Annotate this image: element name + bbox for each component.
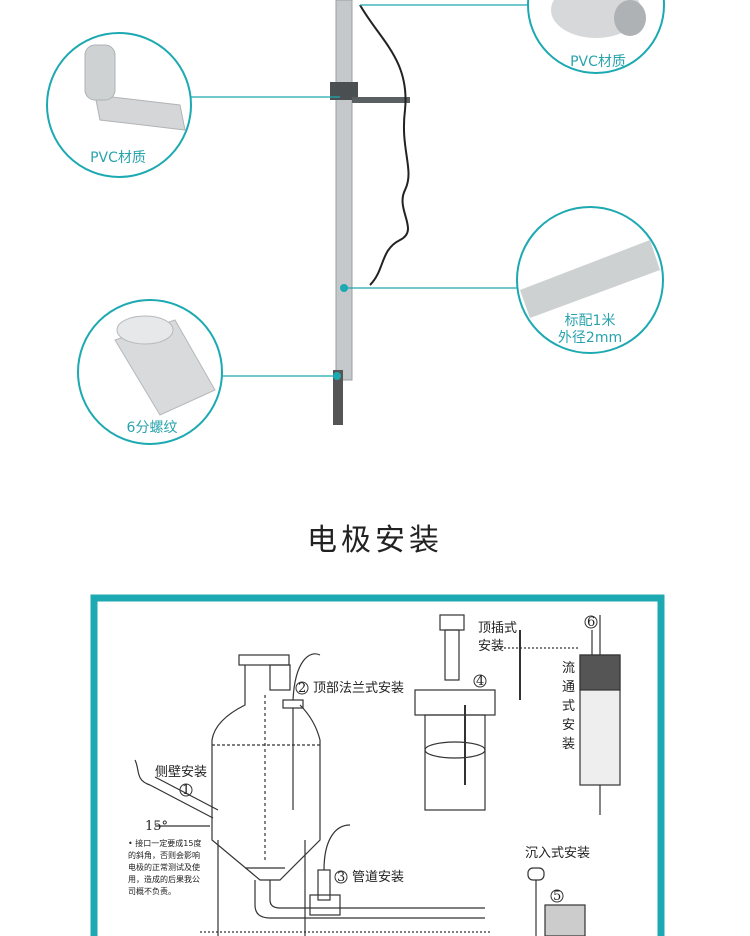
- svg-text:流: 流: [562, 661, 575, 676]
- svg-text:3: 3: [337, 870, 345, 885]
- label-pipeline: 管道安装: [352, 870, 404, 885]
- svg-text:式: 式: [562, 699, 575, 714]
- label-angle: 15°: [145, 819, 168, 834]
- callout-thread: 6分螺纹: [77, 299, 223, 445]
- svg-text:4: 4: [476, 674, 484, 689]
- svg-text:• 接口一定要成15度: • 接口一定要成15度: [128, 838, 201, 848]
- warning-note: • 接口一定要成15度 的斜角，否则会影响 电极的正常测试及使 用，造成的后果我…: [128, 838, 201, 896]
- svg-text:6: 6: [587, 615, 595, 630]
- label-thread: 6分螺纹: [127, 420, 178, 436]
- svg-text:的斜角，否则会影响: 的斜角，否则会影响: [128, 850, 200, 860]
- label-pvc-top: PVC材质: [570, 54, 626, 70]
- label-top-insert: 顶插式: [478, 621, 517, 636]
- label-submerged: 沉入式安装: [525, 846, 590, 861]
- svg-text:用，造成的后果我公: 用，造成的后果我公: [128, 874, 200, 884]
- svg-text:安装: 安装: [478, 639, 504, 654]
- svg-text:5: 5: [553, 889, 561, 904]
- callout-pvc-top: PVC材质: [527, 0, 665, 74]
- electrode-pole: [330, 0, 410, 425]
- callout-lines: [190, 4, 527, 377]
- svg-text:电极的正常测试及使: 电极的正常测试及使: [128, 862, 200, 872]
- label-flow-through: 流 通 式 安 装: [562, 661, 575, 752]
- label-diameter: 外径2mm: [558, 330, 622, 346]
- label-top-flange: 顶部法兰式安装: [313, 681, 404, 696]
- callout-pipe: 标配1米 外径2mm: [516, 206, 664, 354]
- installation-diagram: 侧壁安装 1 15° 2 顶部法兰式安装 3 管道安装 顶插式 安装 4 沉入式…: [90, 594, 665, 936]
- label-pvc-left: PVC材质: [90, 150, 146, 166]
- label-side-wall: 侧壁安装: [155, 765, 207, 780]
- svg-text:2: 2: [298, 681, 306, 696]
- callout-bracket: PVC材质: [46, 32, 192, 178]
- svg-text:安: 安: [562, 718, 575, 733]
- svg-text:通: 通: [562, 680, 575, 695]
- svg-text:装: 装: [562, 737, 575, 752]
- label-length: 标配1米: [565, 313, 616, 329]
- svg-text:司概不负责。: 司概不负责。: [128, 886, 176, 896]
- svg-text:1: 1: [182, 783, 190, 798]
- section-title: 电极安装: [307, 523, 443, 558]
